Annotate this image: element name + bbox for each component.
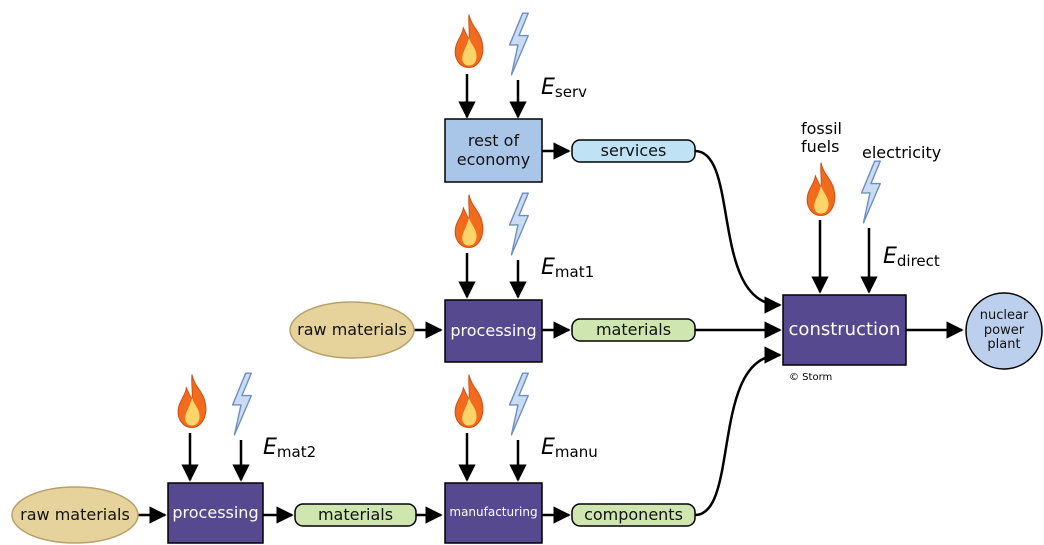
- e-mat2-label: Emat2: [263, 435, 317, 461]
- materials-1-pill: [571, 318, 696, 342]
- fossil-fuels-label: fossil fuels: [801, 119, 842, 157]
- direct-bolt-icon: [860, 160, 881, 224]
- nuclear-plant-circle: [965, 292, 1043, 370]
- services-to-construction-arrow: [694, 149, 782, 314]
- components-pill: [571, 503, 696, 527]
- raw-materials-1-label: raw materials: [297, 319, 407, 339]
- serv-flame-icon: [454, 14, 484, 68]
- serv-bolt-icon: [508, 12, 529, 76]
- credit-label: © Storm: [789, 372, 833, 383]
- processing-1-box: [444, 299, 543, 363]
- manufacturing-box: [444, 482, 543, 544]
- services-label: services: [600, 140, 667, 160]
- materials-2-label: materials: [317, 504, 394, 524]
- manu-flame-icon: [454, 374, 484, 428]
- mat2-bolt-icon: [231, 372, 252, 436]
- components-label: components: [584, 504, 683, 524]
- raw-materials-2-label: raw materials: [20, 504, 130, 524]
- rest-of-economy-box: [444, 118, 543, 183]
- components-to-construction-arrow: [694, 346, 782, 517]
- manufacturing-label: manufacturing: [449, 505, 538, 520]
- raw-materials-2-ellipse: [11, 486, 139, 544]
- e-mat1-label: Emat1: [541, 255, 595, 281]
- nuclear-plant-label: nuclear power plant: [979, 307, 1029, 353]
- processing-2-box: [167, 482, 264, 544]
- processing-1-label: processing: [450, 320, 537, 340]
- direct-flame-icon: [806, 162, 836, 216]
- materials-1-label: materials: [595, 319, 672, 339]
- processing-2-label: processing: [172, 502, 259, 522]
- construction-box: [782, 294, 907, 366]
- e-serv-label: Eserv: [541, 75, 587, 101]
- mat1-flame-icon: [454, 194, 484, 248]
- e-direct-label: Edirect: [883, 244, 940, 270]
- electricity-label: electricity: [862, 143, 942, 162]
- manu-bolt-icon: [508, 372, 529, 436]
- raw-materials-1-ellipse: [289, 301, 415, 359]
- materials-2-pill: [294, 503, 417, 527]
- services-pill: [571, 139, 696, 163]
- mat1-bolt-icon: [508, 192, 529, 256]
- e-manu-label: Emanu: [541, 435, 598, 461]
- mat2-flame-icon: [177, 374, 207, 428]
- construction-label: construction: [788, 318, 901, 340]
- rest-of-economy-label: rest of economy: [456, 131, 531, 169]
